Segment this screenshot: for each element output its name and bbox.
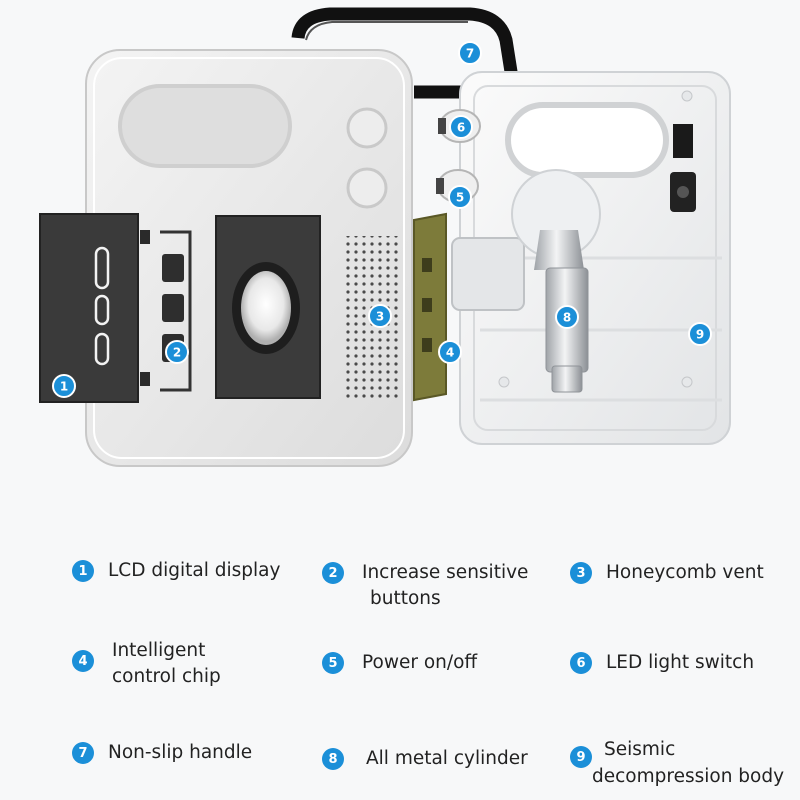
callout-badge-5: 5 xyxy=(448,185,472,209)
callout-number: 3 xyxy=(376,310,384,324)
lcd-display xyxy=(39,213,150,403)
legend-badge: 6 xyxy=(570,652,592,674)
legend-badge: 3 xyxy=(570,562,592,584)
callout-badge-1: 1 xyxy=(52,374,76,398)
callout-number: 1 xyxy=(60,380,68,394)
legend-label: Intelligent control chip xyxy=(112,638,221,690)
speaker-panel xyxy=(215,215,321,399)
legend-item-sensitive-buttons: 2 Increase sensitive buttons xyxy=(322,560,528,612)
callout-badge-7: 7 xyxy=(458,41,482,65)
legend-label: Power on/off xyxy=(362,650,477,676)
callout-number: 4 xyxy=(446,346,454,360)
legend-label: Non-slip handle xyxy=(108,740,252,766)
legend-label: Honeycomb vent xyxy=(606,560,764,586)
legend-badge: 2 xyxy=(322,562,344,584)
callout-number: 8 xyxy=(563,311,571,325)
legend-item-seismic-body: 9 Seismic decompression body xyxy=(570,736,784,790)
callout-number: 2 xyxy=(173,346,181,360)
legend-line: control chip xyxy=(112,666,221,687)
legend-item-power-on-off: 5 Power on/off xyxy=(322,650,477,676)
callout-badge-2: 2 xyxy=(165,340,189,364)
legend-label: All metal cylinder xyxy=(366,746,528,772)
legend-label: LCD digital display xyxy=(108,558,280,584)
legend-line: Intelligent xyxy=(112,640,206,661)
legend-line: Honeycomb vent xyxy=(606,562,764,583)
legend-line: decompression body xyxy=(592,766,785,787)
callout-badge-3: 3 xyxy=(368,304,392,328)
metal-cylinder xyxy=(451,169,601,393)
product-exploded-view: 1 2 3 4 5 6 7 8 9 xyxy=(39,7,731,467)
legend-line: Power on/off xyxy=(362,652,478,673)
legend-label: Seismic decompression body xyxy=(592,736,784,790)
legend-badge: 1 xyxy=(72,560,94,582)
legend-label: Increase sensitive buttons xyxy=(362,560,528,612)
legend-line: LCD digital display xyxy=(108,560,281,581)
legend-label: LED light switch xyxy=(606,650,754,676)
callout-badge-4: 4 xyxy=(438,340,462,364)
callout-number: 7 xyxy=(466,47,474,61)
legend-badge: 8 xyxy=(322,748,344,770)
legend-item-honeycomb-vent: 3 Honeycomb vent xyxy=(570,560,764,586)
legend-line: LED light switch xyxy=(606,652,755,673)
legend-badge: 4 xyxy=(72,650,94,672)
callout-number: 5 xyxy=(456,191,464,205)
legend-badge: 7 xyxy=(72,742,94,764)
legend-item-lcd-display: 1 LCD digital display xyxy=(72,558,280,584)
callout-number: 9 xyxy=(696,328,704,342)
callout-badges: 1 2 3 4 5 6 7 8 9 xyxy=(52,41,712,398)
legend-item-control-chip: 4 Intelligent control chip xyxy=(72,638,221,690)
legend-line: buttons xyxy=(370,588,441,609)
callout-number: 6 xyxy=(457,121,465,135)
legend-line: All metal cylinder xyxy=(366,748,528,769)
control-chip xyxy=(413,212,447,402)
callout-badge-6: 6 xyxy=(449,115,473,139)
legend-badge: 5 xyxy=(322,652,344,674)
legend-item-metal-cylinder: 8 All metal cylinder xyxy=(322,746,528,772)
legend-badge: 9 xyxy=(570,746,592,768)
callout-badge-9: 9 xyxy=(688,322,712,346)
callout-badge-8: 8 xyxy=(555,305,579,329)
legend-item-led-light-switch: 6 LED light switch xyxy=(570,650,754,676)
legend-item-non-slip-handle: 7 Non-slip handle xyxy=(72,740,252,766)
legend-line: Non-slip handle xyxy=(108,742,253,763)
legend-line: Seismic xyxy=(604,739,676,760)
legend-line: Increase sensitive xyxy=(362,562,529,583)
